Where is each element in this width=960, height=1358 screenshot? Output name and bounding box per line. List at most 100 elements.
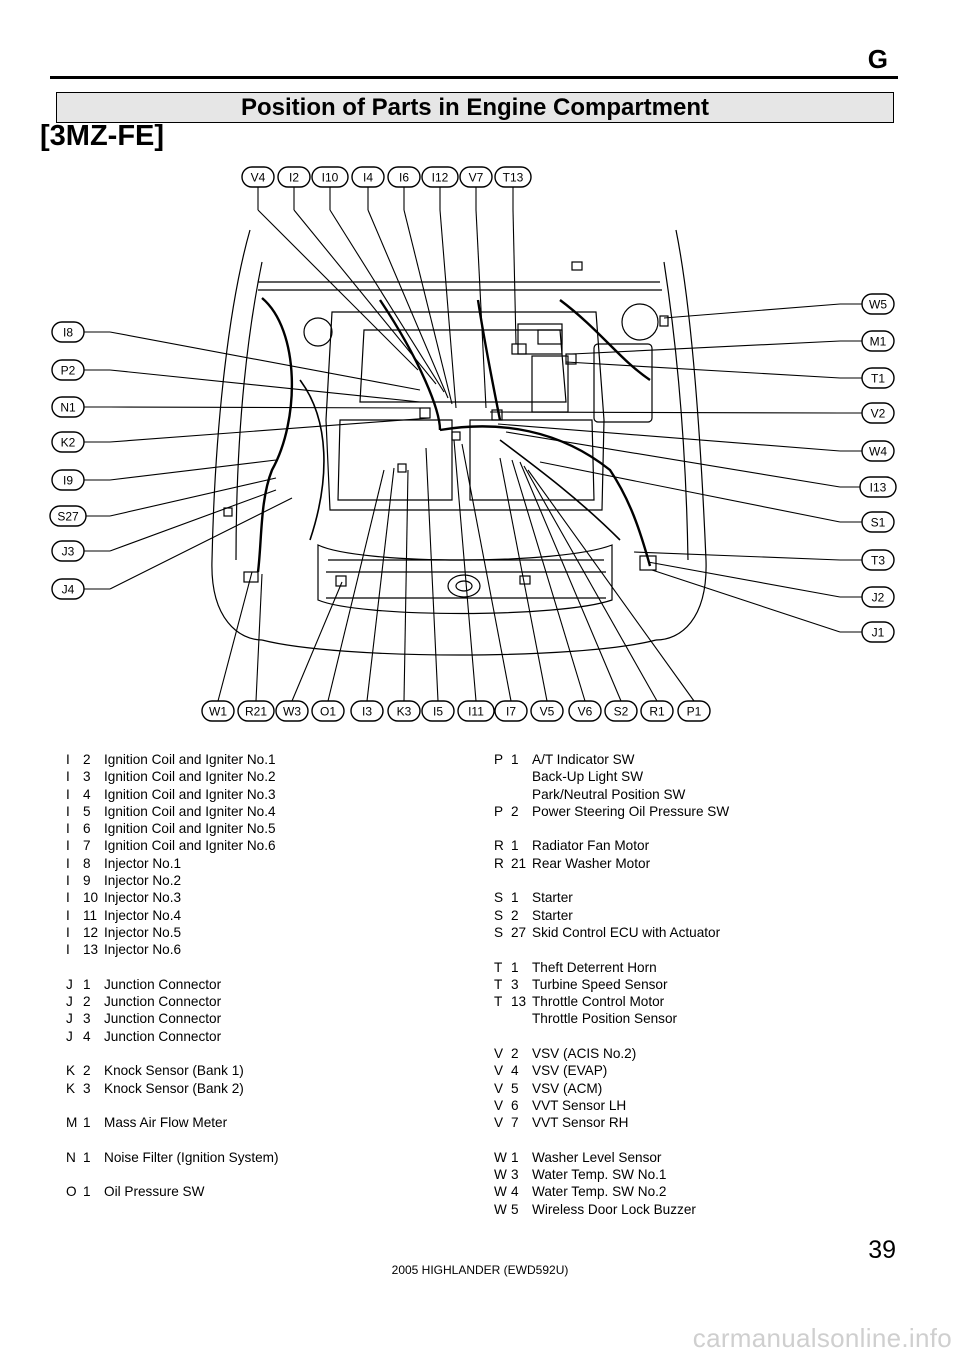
legend-code-letter: W	[494, 1167, 507, 1183]
page-title: Position of Parts in Engine Compartment	[56, 92, 894, 123]
legend-code-number: 21	[511, 855, 527, 871]
legend-code-letter: R	[494, 855, 504, 871]
callout-bottom-v6: V6	[568, 700, 602, 722]
legend-part-name: Injector No.6	[104, 942, 182, 958]
section-letter: G	[867, 44, 888, 74]
legend-part-name: Turbine Speed Sensor	[532, 976, 668, 992]
leader-line-o1	[327, 469, 385, 702]
legend-code-letter: I	[66, 924, 70, 940]
callout-right-w5: W5	[861, 293, 895, 315]
callout-right-t1: T1	[861, 367, 895, 389]
legend-code-letter: W	[494, 1201, 507, 1217]
callout-label: V4	[251, 171, 266, 185]
harness-3	[439, 425, 652, 567]
callout-top-i10: I10	[311, 166, 349, 188]
leader-line-r21	[255, 573, 263, 702]
legend-code-letter: M	[66, 1115, 78, 1131]
callout-oval	[421, 166, 459, 188]
callout-oval	[861, 586, 895, 608]
legend-gap	[66, 959, 466, 976]
callout-bottom-w3: W3	[275, 700, 309, 722]
front-bumper	[261, 639, 657, 656]
leader-line-v5	[499, 457, 548, 702]
callout-bottom-s2: S2	[604, 700, 638, 722]
legend-part-name: Mass Air Flow Meter	[104, 1115, 228, 1131]
legend-part-name: Skid Control ECU with Actuator	[532, 924, 721, 940]
connector-8	[397, 463, 407, 473]
legend-part-name: Ignition Coil and Igniter No.6	[104, 838, 276, 854]
body-outline-right	[655, 229, 707, 641]
callout-bottom-r21: R21	[237, 700, 275, 722]
legend-code-letter: I	[66, 769, 70, 785]
callout-oval	[51, 578, 85, 600]
legend-code-number: 1	[511, 959, 519, 975]
callout-oval	[861, 440, 895, 462]
engine-illustration	[211, 229, 707, 656]
leader-line-t13	[512, 209, 517, 345]
legend-code-number: 1	[83, 1184, 91, 1200]
legend-code-number: 4	[511, 1063, 519, 1079]
leader-line-i4	[367, 209, 449, 399]
legend-code-letter: I	[66, 907, 70, 923]
legend-code-number: 7	[511, 1115, 519, 1131]
legend-part-name: Knock Sensor (Bank 1)	[104, 1063, 244, 1079]
legend-code-letter: V	[494, 1080, 504, 1096]
callout-label: W3	[283, 705, 301, 719]
callout-oval	[568, 700, 602, 722]
leader-line-i8	[109, 331, 421, 391]
leader-lines	[84, 187, 862, 702]
legend-code-letter: I	[66, 803, 70, 819]
callout-top-i4: I4	[351, 166, 385, 188]
legend-part-name: Theft Deterrent Horn	[532, 959, 657, 975]
body-outline-inner-left	[235, 261, 263, 561]
callout-oval	[861, 367, 895, 389]
callout-label: I10	[322, 171, 339, 185]
leader-line-m1	[571, 340, 841, 355]
callout-label: K3	[397, 705, 412, 719]
cap-right	[621, 303, 659, 341]
leader-line-v7	[475, 209, 487, 409]
callout-oval	[530, 700, 564, 722]
callout-label: S1	[871, 516, 886, 530]
legend-code-letter: I	[66, 752, 70, 767]
legend-part-name: VVT Sensor RH	[532, 1115, 629, 1131]
engine-code-heading: [3MZ-FE]	[40, 120, 165, 152]
top-rule	[50, 76, 898, 79]
legend-code-number: 4	[83, 1028, 91, 1044]
leader-line-t3	[633, 551, 841, 561]
callout-oval	[201, 700, 235, 722]
callout-oval	[51, 469, 85, 491]
legend-part-name: VSV (ACM)	[532, 1080, 603, 1096]
callout-top-i2: I2	[277, 166, 311, 188]
callout-oval	[350, 700, 384, 722]
legend-code-letter: I	[66, 786, 70, 802]
leader-line-v4	[257, 209, 419, 371]
callout-label: J1	[872, 626, 885, 640]
callout-oval	[494, 166, 532, 188]
legend-code-number: 1	[511, 752, 519, 767]
legend-code-number: 2	[511, 1046, 519, 1062]
leader-line-j1	[651, 569, 841, 633]
legend-part-name: Throttle Control Motor	[532, 994, 665, 1010]
callout-bottom-v5: V5	[530, 700, 564, 722]
callout-oval	[459, 166, 493, 188]
legend-gap	[66, 1166, 466, 1183]
legend-part-name: Water Temp. SW No.2	[532, 1184, 667, 1200]
